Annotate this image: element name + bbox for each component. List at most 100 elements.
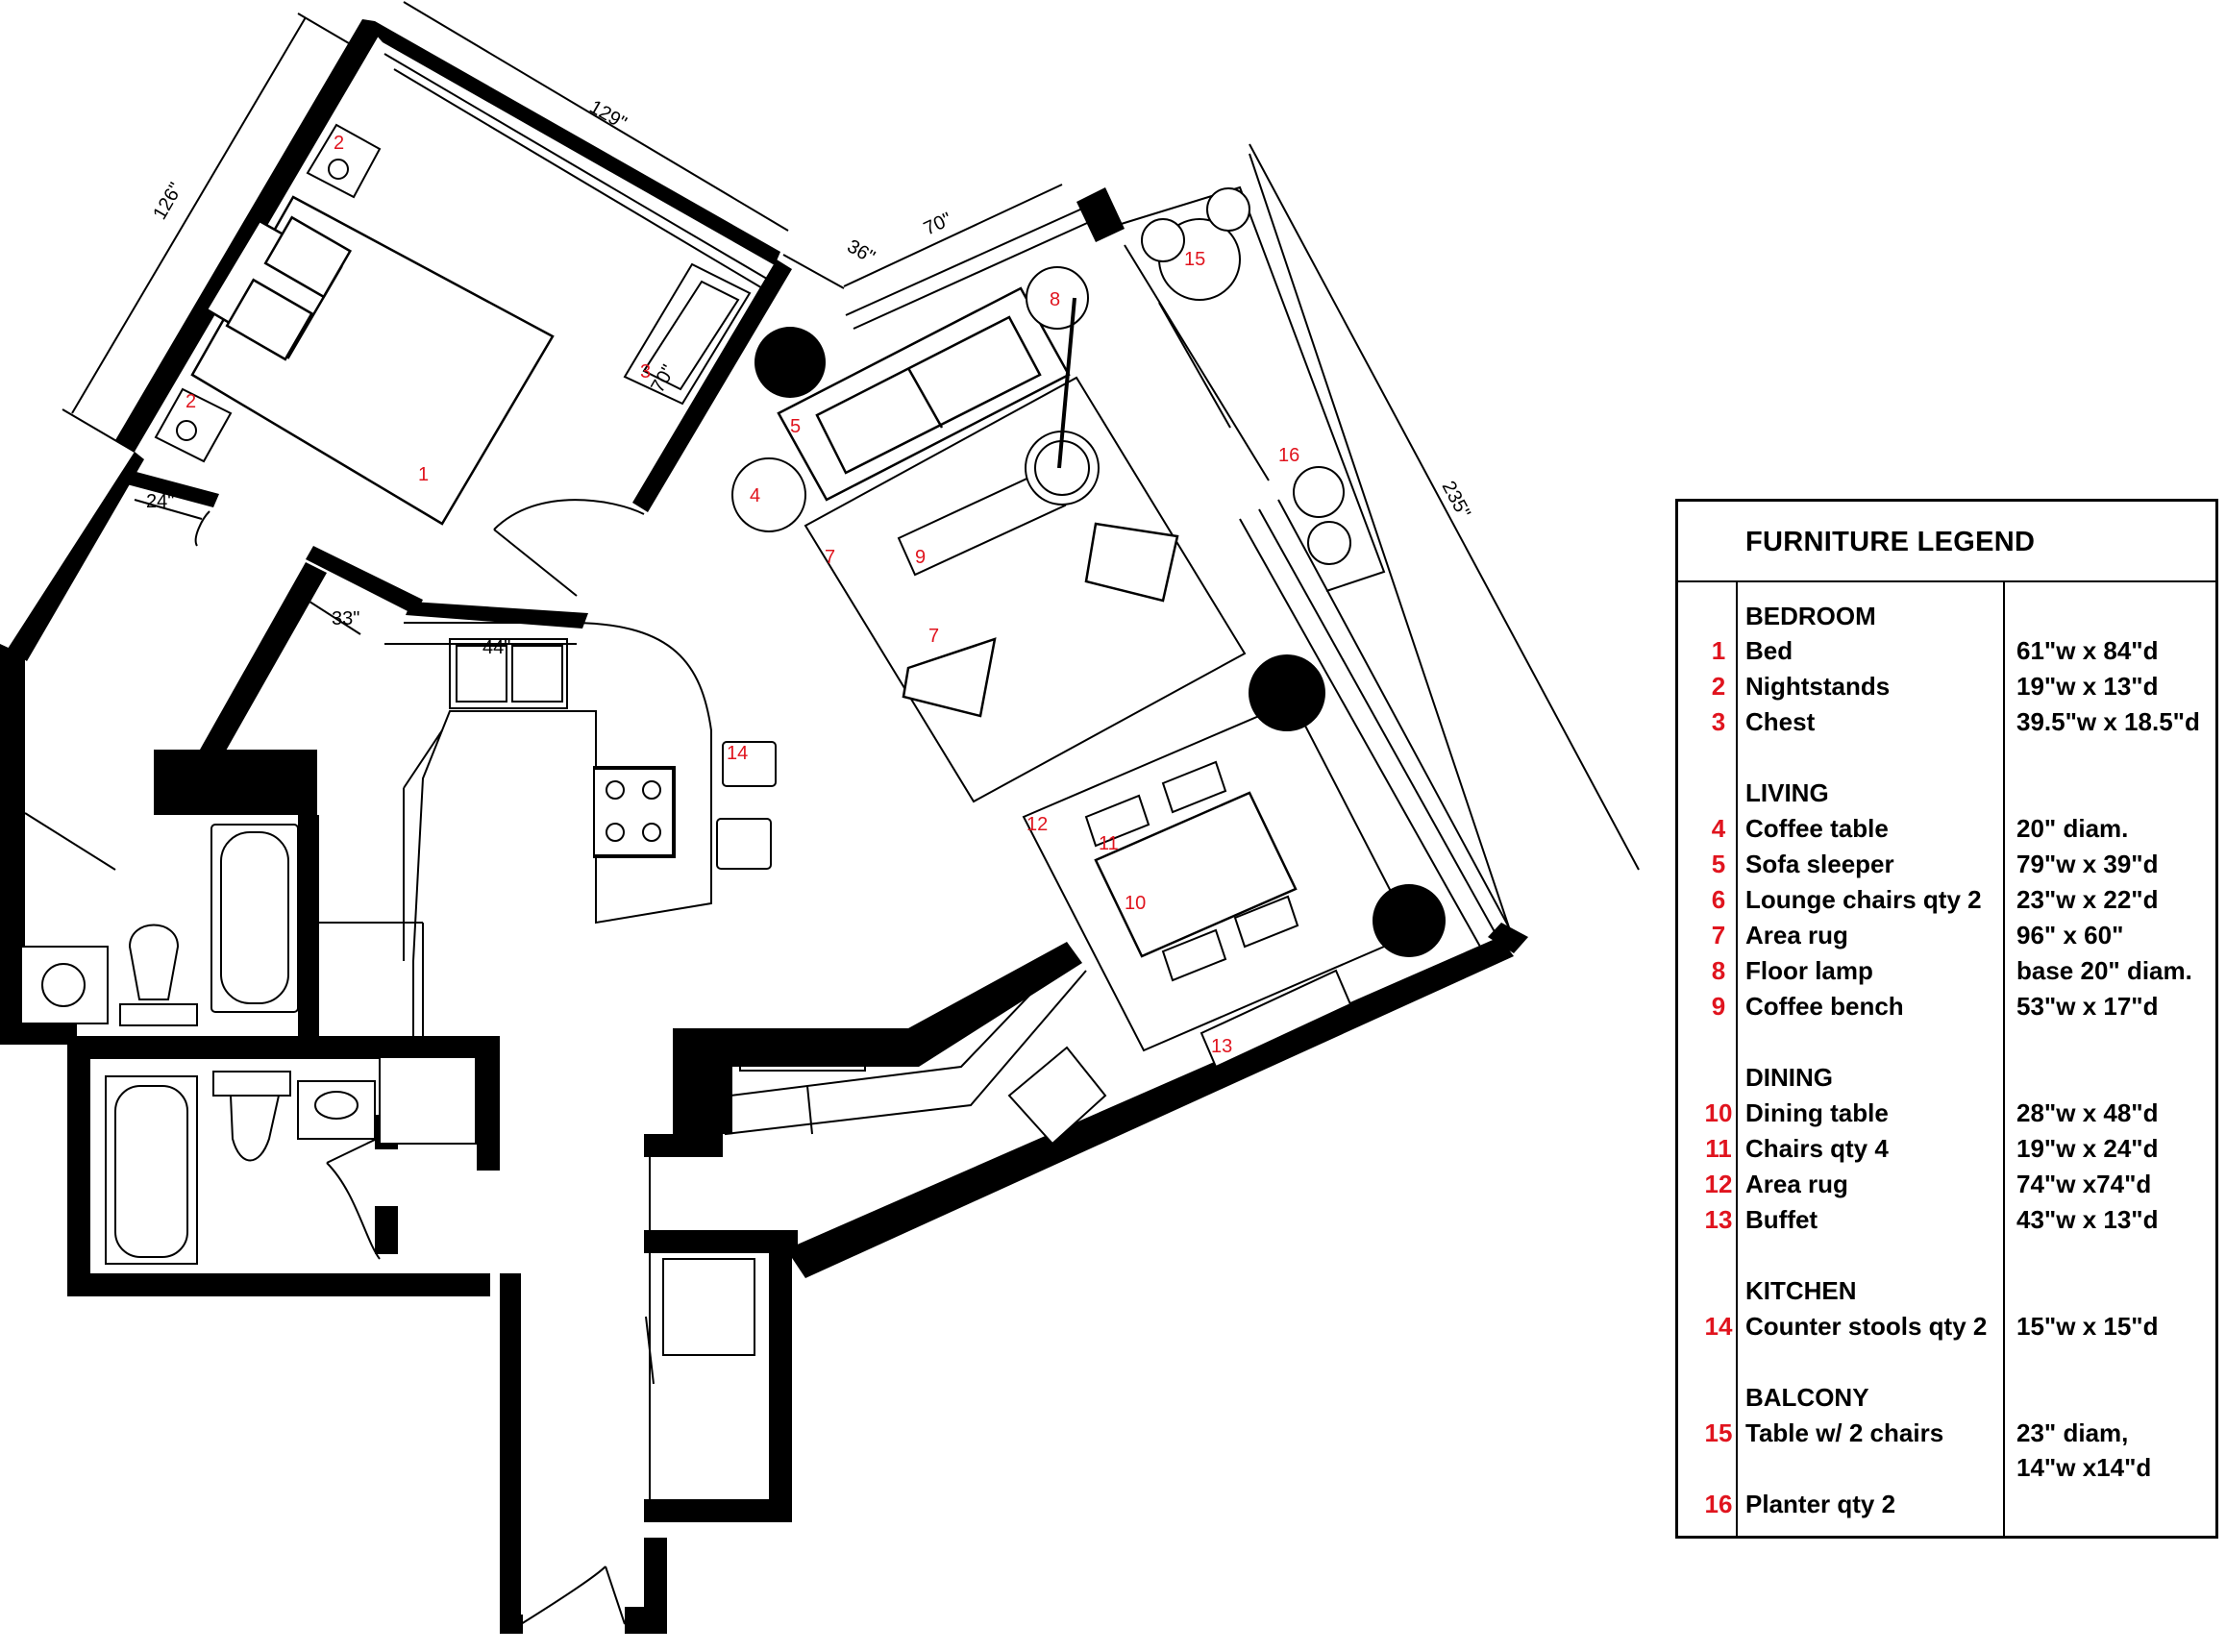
- furniture-legend: FURNITURE LEGEND BEDROOM 1 Bed 61"w x 84"d…: [1675, 499, 2218, 1539]
- floor-lamp: [1025, 266, 1100, 505]
- legend-row: 9 Coffee bench 53"w x 17"d: [1678, 992, 2215, 1026]
- legend-header: FURNITURE LEGEND: [1678, 502, 2215, 582]
- section-dining: DINING: [1745, 1063, 1833, 1092]
- item-dimensions: 96" x 60": [2016, 921, 2124, 949]
- item-name: Area rug: [1745, 921, 1848, 949]
- item-dimensions: 61"w x 84"d: [2016, 636, 2159, 665]
- marker-2-bottom: 2: [186, 391, 196, 412]
- item-dimensions: 19"w x 13"d: [2016, 672, 2159, 701]
- item-name: Coffee bench: [1745, 992, 1904, 1021]
- item-name: Chairs qty 4: [1745, 1134, 1889, 1163]
- item-number: 16: [1704, 1490, 1733, 1518]
- sofa: [777, 286, 1071, 502]
- legend-column-divider: [2003, 580, 2005, 1536]
- item-number: 1: [1711, 636, 1726, 665]
- item-dimensions-2: 14"w x14"d: [2016, 1453, 2152, 1482]
- legend-row: 10 Dining table 28"w x 48"d: [1678, 1098, 2215, 1133]
- item-dimensions: 39.5"w x 18.5"d: [2016, 707, 2200, 736]
- bed: [190, 195, 555, 526]
- item-number: 3: [1711, 707, 1726, 736]
- dim-36: 36": [844, 235, 878, 268]
- legend-row: 2 Nightstands 19"w x 13"d: [1678, 672, 2215, 706]
- marker-15: 15: [1184, 249, 1205, 270]
- marker-5: 5: [790, 416, 801, 437]
- item-number: 6: [1711, 885, 1726, 914]
- item-dimensions: 15"w x 15"d: [2016, 1312, 2159, 1341]
- marker-13: 13: [1211, 1036, 1232, 1057]
- item-dimensions: 28"w x 48"d: [2016, 1098, 2159, 1127]
- item-number: 10: [1704, 1098, 1733, 1127]
- dim-126: 126": [149, 179, 186, 223]
- item-dimensions: 20" diam.: [2016, 814, 2129, 843]
- legend-row: 13 Buffet 43"w x 13"d: [1678, 1205, 2215, 1240]
- section-bedroom: BEDROOM: [1745, 602, 1876, 630]
- marker-8: 8: [1050, 289, 1060, 310]
- marker-2-top: 2: [334, 133, 344, 154]
- dining-table: [1094, 791, 1298, 958]
- item-name: Coffee table: [1745, 814, 1889, 843]
- item-number: 14: [1704, 1312, 1733, 1341]
- item-name: Dining table: [1745, 1098, 1889, 1127]
- marker-4: 4: [750, 485, 760, 506]
- item-number: 4: [1711, 814, 1726, 843]
- dim-24: 24": [146, 491, 174, 512]
- legend-row: 6 Lounge chairs qty 2 23"w x 22"d: [1678, 885, 2215, 920]
- chest: [623, 262, 752, 406]
- marker-7-top: 7: [825, 547, 835, 568]
- item-name: Nightstands: [1745, 672, 1891, 701]
- walls: [0, 19, 1528, 1634]
- item-name: Lounge chairs qty 2: [1745, 885, 1982, 914]
- dining-chairs: [1084, 760, 1299, 982]
- dim-33: 33": [332, 608, 359, 629]
- furniture-markers: 1 2 2 3 4 5 7 7 8 9 10 11 12 13 14 15 16: [186, 133, 1299, 1057]
- area-rug-living: [804, 376, 1247, 803]
- item-number: 9: [1711, 992, 1726, 1021]
- item-dimensions: 43"w x 13"d: [2016, 1205, 2159, 1234]
- item-dimensions: 74"w x74"d: [2016, 1170, 2152, 1198]
- item-dimensions: 53"w x 17"d: [2016, 992, 2159, 1021]
- item-name: Counter stools qty 2: [1745, 1312, 1988, 1341]
- legend-row: 5 Sofa sleeper 79"w x 39"d: [1678, 850, 2215, 884]
- item-dimensions: 79"w x 39"d: [2016, 850, 2159, 878]
- legend-row: 14 Counter stools qty 2 15"w x 15"d: [1678, 1312, 2215, 1346]
- small-chair: [1007, 1046, 1107, 1146]
- counter-stools: [716, 741, 777, 870]
- item-number: 5: [1711, 850, 1726, 878]
- item-name: Buffet: [1745, 1205, 1818, 1234]
- area-rug-dining: [1022, 700, 1415, 1052]
- dim-44: 44": [482, 637, 510, 658]
- coffee-table: [731, 457, 806, 532]
- lounge-chairs: [902, 522, 1179, 718]
- item-number: 13: [1704, 1205, 1733, 1234]
- floor-plan: 126" 129" 36" 70" 70" 24" 33" 44" 235" 1…: [0, 1, 1640, 1634]
- item-dimensions: 23"w x 22"d: [2016, 885, 2159, 914]
- item-name: Bed: [1745, 636, 1793, 665]
- legend-column-divider: [1736, 580, 1738, 1536]
- dim-235: 235": [1438, 478, 1474, 522]
- nightstands: [154, 123, 382, 463]
- item-name: Area rug: [1745, 1170, 1848, 1198]
- fixtures-lines: [24, 1, 1640, 1625]
- coffee-bench: [897, 467, 1067, 577]
- item-number: 8: [1711, 956, 1726, 985]
- item-number: 2: [1711, 672, 1726, 701]
- marker-10: 10: [1125, 893, 1146, 914]
- item-name: Table w/ 2 chairs: [1745, 1418, 1944, 1447]
- item-name: Floor lamp: [1745, 956, 1873, 985]
- marker-1: 1: [418, 464, 429, 485]
- item-name: Sofa sleeper: [1745, 850, 1894, 878]
- legend-row: 1 Bed 61"w x 84"d: [1678, 636, 2215, 671]
- dim-129: 129": [586, 96, 631, 134]
- section-kitchen: KITCHEN: [1745, 1276, 1857, 1305]
- marker-14: 14: [727, 743, 748, 764]
- buffet: [1200, 969, 1352, 1069]
- dim-70-top: 70": [921, 209, 955, 239]
- marker-16: 16: [1278, 445, 1299, 466]
- stove: [593, 768, 674, 856]
